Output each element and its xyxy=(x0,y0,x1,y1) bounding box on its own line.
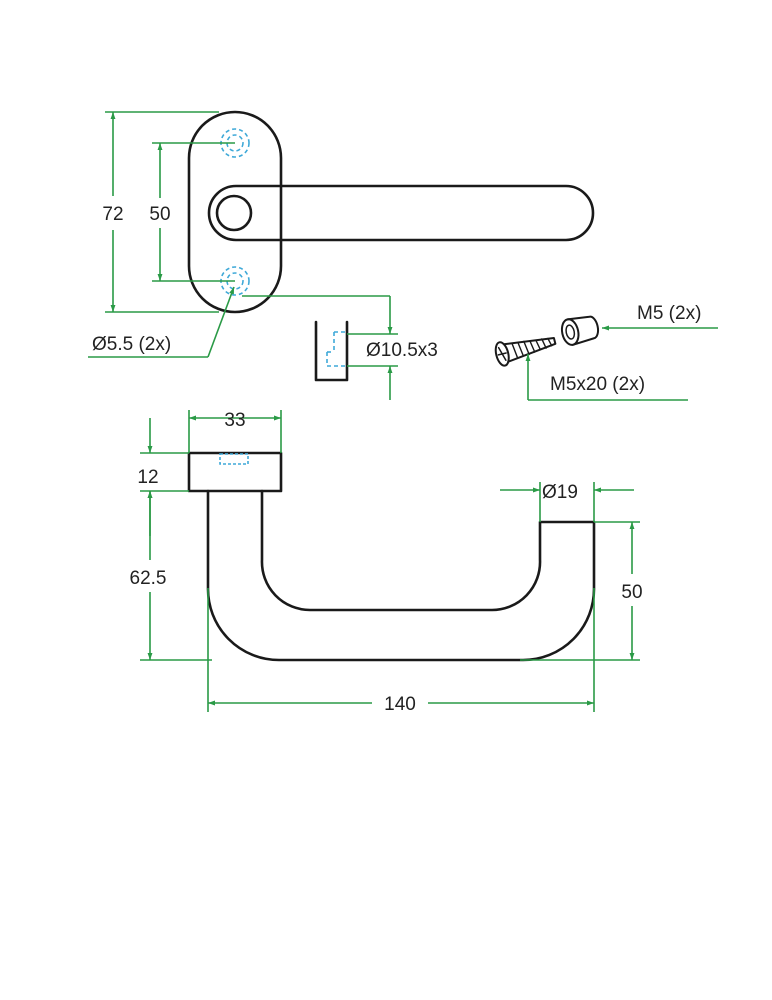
dim-handle-height: 62.5 xyxy=(130,491,212,661)
dim-rose-height-label: 72 xyxy=(102,204,123,225)
dim-handle-length: 140 xyxy=(207,588,595,715)
dim-handle-height-label: 62.5 xyxy=(130,568,167,589)
dim-counterbore-label: Ø10.5x3 xyxy=(366,340,438,361)
nut-label: M5 (2x) xyxy=(637,303,701,324)
counterbore-detail: Ø10.5x3 xyxy=(242,295,438,400)
top-view: 72 50 Ø5.5 (2x) xyxy=(88,110,595,358)
lever-neck-inner xyxy=(215,194,253,232)
fixings: M5 (2x) M5x20 (2x) xyxy=(494,303,718,401)
side-view: 33 12 62.5 Ø19 xyxy=(130,410,643,715)
dim-hole-spacing-label: 50 xyxy=(149,204,170,225)
dim-rose-width-label: 33 xyxy=(224,410,245,431)
dim-hole-diameter: Ø5.5 (2x) xyxy=(88,286,235,358)
dim-handle-return: 50 xyxy=(520,521,643,661)
lever-arm xyxy=(207,184,595,242)
screw-label: M5x20 (2x) xyxy=(550,374,645,395)
rose-plate xyxy=(187,110,283,314)
dim-hole-spacing: 50 xyxy=(149,142,235,282)
dim-handle-length-label: 140 xyxy=(384,694,416,715)
dim-bar-diameter: Ø19 xyxy=(500,482,634,522)
lever-side-profile xyxy=(206,489,596,662)
dim-rose-thickness-label: 12 xyxy=(137,467,158,488)
rose-side-profile xyxy=(187,451,283,493)
screw-icon xyxy=(494,336,557,367)
dim-handle-return-label: 50 xyxy=(621,582,642,603)
dim-hole-diameter-label: Ø5.5 (2x) xyxy=(92,334,171,355)
nut-icon xyxy=(560,315,600,346)
dim-rose-width: 33 xyxy=(188,410,282,453)
counterbore-hidden-profile xyxy=(326,331,347,367)
dim-rose-height: 72 xyxy=(102,111,219,313)
dim-rose-thickness: 12 xyxy=(137,418,189,536)
dim-bar-diameter-label: Ø19 xyxy=(542,482,578,503)
